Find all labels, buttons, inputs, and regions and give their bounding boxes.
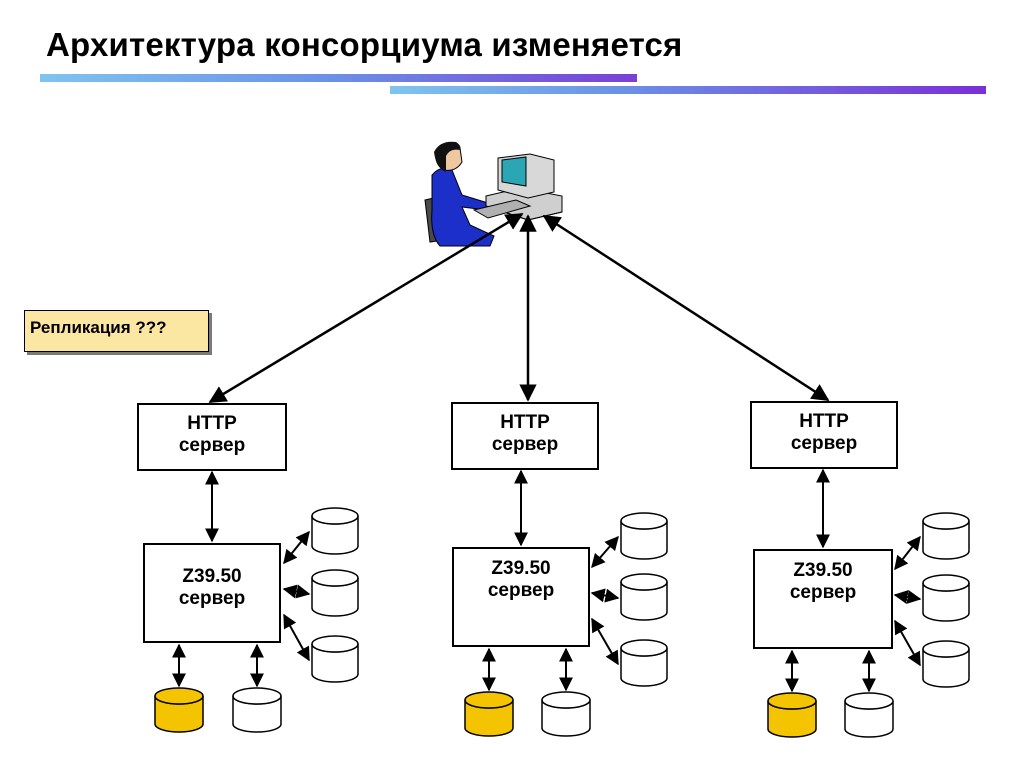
- z3950-server-sublabel: сервер: [178, 588, 246, 609]
- database-cylinder-icon: [464, 691, 514, 737]
- connector-line: [591, 617, 619, 666]
- connector-line: [591, 535, 619, 569]
- z3950-server-sublabel: сервер: [789, 582, 857, 603]
- database-cylinder-icon: [311, 635, 359, 683]
- z3950-server-box: Z39.50 сервер: [143, 543, 281, 643]
- database-cylinder-icon: [767, 692, 817, 738]
- z3950-server-box: Z39.50 сервер: [452, 547, 590, 647]
- database-cylinder-icon: [620, 639, 668, 687]
- database-cylinder-icon: [154, 687, 204, 733]
- connector-line: [283, 613, 310, 662]
- database-cylinder-icon: [922, 512, 970, 560]
- http-server-label: HTTP: [500, 412, 550, 433]
- connector-line: [590, 588, 620, 603]
- http-server-sublabel: сервер: [491, 434, 559, 455]
- http-server-sublabel: сервер: [178, 435, 246, 456]
- database-cylinder-icon: [922, 640, 970, 688]
- slide-title: Архитектура консорциума изменяется: [46, 26, 683, 63]
- z3950-server-label: Z39.50: [182, 566, 242, 587]
- http-server-box: HTTP сервер: [451, 402, 599, 470]
- connector-line: [282, 584, 311, 599]
- connector-line: [208, 212, 524, 404]
- z3950-server-label: Z39.50: [793, 560, 853, 581]
- connector-line: [894, 619, 921, 667]
- database-cylinder-icon: [620, 573, 668, 621]
- title-underline-bottom: [390, 86, 986, 94]
- database-cylinder-icon: [844, 692, 894, 738]
- http-server-box: HTTP сервер: [137, 403, 287, 471]
- database-cylinder-icon: [232, 687, 282, 733]
- z3950-server-sublabel: сервер: [487, 580, 555, 601]
- database-cylinder-icon: [922, 574, 970, 622]
- connector-line: [542, 214, 830, 402]
- connector-line: [283, 530, 310, 565]
- http-server-sublabel: сервер: [790, 433, 858, 454]
- z3950-server-label: Z39.50: [491, 558, 551, 579]
- z3950-server-box: Z39.50 сервер: [753, 549, 893, 649]
- http-server-box: HTTP сервер: [750, 401, 898, 469]
- title-underline-top: [40, 74, 637, 82]
- database-cylinder-icon: [311, 507, 359, 555]
- database-cylinder-icon: [311, 569, 359, 617]
- connector-line: [893, 590, 922, 604]
- http-server-label: HTTP: [799, 411, 849, 432]
- replication-note: Репликация ???: [24, 310, 209, 352]
- database-cylinder-icon: [541, 691, 591, 737]
- database-cylinder-icon: [620, 512, 668, 560]
- http-server-label: HTTP: [187, 413, 237, 434]
- connector-line: [894, 535, 921, 571]
